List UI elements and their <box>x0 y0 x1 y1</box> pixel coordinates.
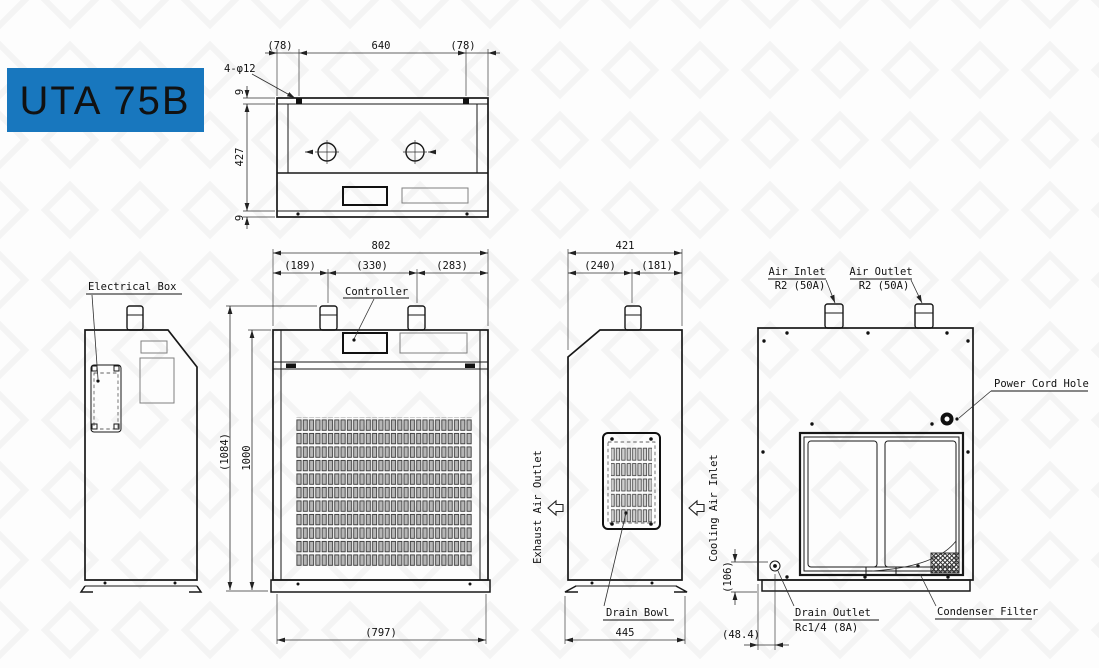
dim-hole-offset-left: (78) <box>267 40 292 52</box>
drain-outlet <box>769 560 781 572</box>
drain-outlet-label: Drain Outlet <box>795 607 871 619</box>
dim-hole-span: 640 <box>372 40 391 52</box>
display-panel <box>399 332 468 354</box>
left-view-outline <box>84 329 198 581</box>
side-plate-large <box>139 357 175 404</box>
power-cord-hole-label: Power Cord Hole <box>994 378 1089 390</box>
side-view-outline <box>567 329 683 581</box>
controller-panel <box>342 332 388 354</box>
dim-flange-bottom: 9 <box>234 215 246 221</box>
pipe-opening-left <box>315 140 339 164</box>
exhaust-air-outlet-label: Exhaust Air Outlet <box>532 450 544 564</box>
mount-hole-mark <box>296 98 302 104</box>
dim-hole-callout: 4-φ12 <box>224 63 256 75</box>
display-top-outline <box>401 187 469 204</box>
left-side-view: Electrical Box <box>79 281 203 593</box>
dim-base-depth: 445 <box>616 627 635 639</box>
dim-rear-offset: (181) <box>641 260 673 272</box>
cooling-flow-arrow-icon <box>688 499 705 517</box>
air-inlet-label: Air Inlet <box>769 266 826 278</box>
dim-flange-top: 9 <box>234 89 246 95</box>
foot <box>79 585 93 593</box>
controller-top-outline <box>342 186 388 206</box>
exhaust-flow-arrow-icon <box>547 499 564 517</box>
badge-box <box>7 68 204 132</box>
electrical-box <box>90 364 122 433</box>
top-view: (78) 640 (78) 4-φ12 9 427 9 <box>224 40 500 229</box>
dim-depth: 427 <box>234 148 246 167</box>
dim-drain-height: (106) <box>722 561 734 593</box>
front-view-dimensions: 802 (189) (330) (283) (1084) 1000 (797) <box>219 240 489 644</box>
drain-bowl-louver <box>602 432 661 530</box>
air-outlet-size: R2 (50A) <box>859 280 910 292</box>
rear-access-panels <box>798 431 965 577</box>
foot <box>674 585 688 593</box>
pipe-opening-right <box>403 140 427 164</box>
foot <box>564 585 578 593</box>
condenser-filter-area <box>930 552 960 574</box>
air-outlet-label: Air Outlet <box>849 266 912 278</box>
base-frame <box>270 579 491 593</box>
dim-width: 802 <box>372 240 391 252</box>
rear-view: Air Inlet R2 (50A) Air Outlet R2 (50A) P… <box>722 266 1089 650</box>
dim-drain-offset: (48.4) <box>722 629 760 641</box>
drain-bowl-label: Drain Bowl <box>606 607 669 619</box>
top-view-outline <box>276 97 489 218</box>
dim-depth: 421 <box>616 240 635 252</box>
base-frame <box>761 579 971 592</box>
filter-boundary-curve <box>871 540 957 572</box>
model-number: UTA 75B <box>19 79 190 123</box>
dim-inlet-offset: (189) <box>284 260 316 272</box>
controller-label: Controller <box>345 286 408 298</box>
dim-body-height: 1000 <box>241 445 253 470</box>
top-view-dimensions: (78) 640 (78) 4-φ12 9 427 9 <box>224 40 500 229</box>
drain-outlet-size: Rc1/4 (8A) <box>795 622 858 634</box>
air-inlet-size: R2 (50A) <box>775 280 826 292</box>
condenser-filter-label: Condenser Filter <box>937 606 1038 618</box>
electrical-box-label: Electrical Box <box>88 281 177 293</box>
side-plate-small <box>140 340 168 354</box>
mount-hole-mark <box>463 98 469 104</box>
front-grille <box>296 417 472 566</box>
right-side-view: Exhaust Air Outlet Cooling Air Inlet Dra… <box>532 240 720 644</box>
dim-pipe-span: (330) <box>356 260 388 272</box>
dim-outlet-offset: (283) <box>436 260 468 272</box>
dim-base-width: (797) <box>365 627 397 639</box>
model-badge: UTA 75B <box>7 68 204 132</box>
dim-hole-offset-right: (78) <box>450 40 475 52</box>
side-view-dimensions: 421 (240) (181) 445 <box>564 240 686 644</box>
drain-dimensions: (106) (48.4) <box>722 549 789 650</box>
foot <box>189 585 203 593</box>
panel-handle <box>865 566 897 576</box>
front-view: Controller 802 (189) (330) (283) (1084) … <box>219 240 491 644</box>
panel-screws <box>761 331 970 579</box>
cooling-air-inlet-label: Cooling Air Inlet <box>708 454 720 561</box>
power-cord-hole <box>940 412 954 426</box>
dim-overall-height: (1084) <box>219 433 231 471</box>
rear-view-labels: Air Inlet R2 (50A) Air Outlet R2 (50A) P… <box>768 266 1089 634</box>
dim-front-offset: (240) <box>584 260 616 272</box>
